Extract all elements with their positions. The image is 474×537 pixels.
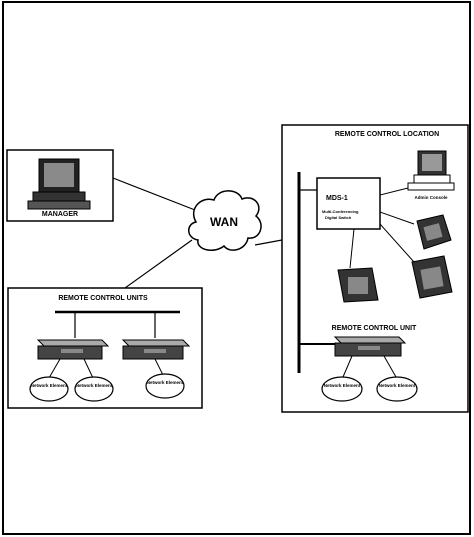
- admin-console-computer-icon: [407, 150, 455, 191]
- remote-unit-device-icon: [333, 336, 407, 357]
- remote-location-title: REMOTE CONTROL LOCATION: [335, 131, 439, 138]
- remote-units-title: REMOTE CONTROL UNITS: [58, 295, 148, 302]
- link-loc-ne-1: [342, 355, 353, 378]
- telephone-icon: [337, 267, 379, 303]
- manager-label: MANAGER: [42, 211, 78, 218]
- mds-sublabel-1: Multi-Conferencing: [322, 209, 359, 214]
- wan-cloud-icon: [188, 190, 262, 252]
- link-ne-2: [83, 358, 94, 379]
- link-ne-3: [154, 358, 164, 376]
- network-element-node: [29, 376, 69, 402]
- link-ne-1: [48, 358, 61, 379]
- telephone-icon: [416, 214, 452, 250]
- telephone-icon: [411, 255, 453, 299]
- units-wan-link: [124, 239, 193, 289]
- remote-unit-device-icon: [121, 339, 191, 360]
- link-phone-3: [349, 228, 355, 269]
- network-element-label: Network Element: [324, 383, 361, 388]
- network-element-label: Network Element: [76, 383, 113, 388]
- admin-console-label: Admin Console: [414, 195, 447, 200]
- link-admin: [379, 187, 409, 196]
- mds-sublabel-2: Digital Switch: [325, 215, 352, 220]
- network-element-label: Network Element: [379, 383, 416, 388]
- manager-wan-link: [112, 177, 196, 211]
- network-element-node: [74, 376, 114, 402]
- mds-label: MDS-1: [326, 195, 348, 202]
- wan-label: WAN: [210, 215, 238, 229]
- network-element-node: [376, 376, 418, 402]
- network-element-label: Network Element: [31, 383, 68, 388]
- network-element-label: Network Element: [147, 380, 184, 385]
- link-phone-2: [379, 223, 415, 263]
- link-phone-1: [379, 211, 415, 225]
- manager-computer-icon: [27, 158, 91, 210]
- network-element-node: [145, 373, 185, 399]
- network-element-node: [321, 376, 363, 402]
- mds-switch-box: [316, 177, 381, 230]
- remote-unit-title: REMOTE CONTROL UNIT: [332, 325, 417, 332]
- wan-location-link: [254, 239, 283, 246]
- link-loc-ne-2: [383, 355, 397, 378]
- remote-unit-device-icon: [36, 339, 110, 360]
